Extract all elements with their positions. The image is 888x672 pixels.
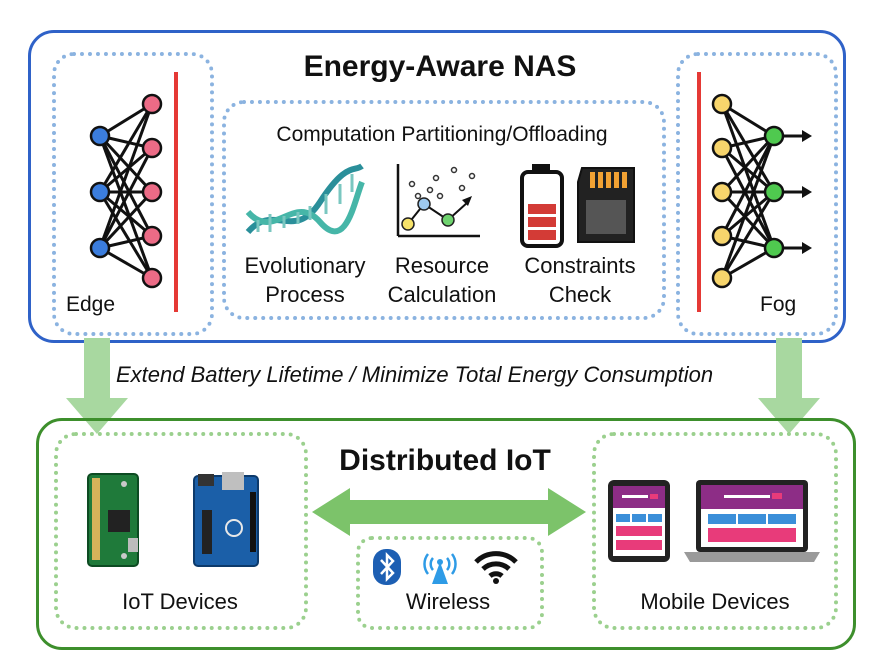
resource-calculation-label: Resource Calculation (372, 252, 512, 309)
sd-card-icon (577, 167, 635, 243)
network-node (141, 93, 163, 115)
battery-icon (520, 164, 564, 248)
network-edge (720, 103, 776, 193)
evolutionary-line2: Process (265, 281, 345, 307)
network-node (763, 237, 785, 259)
arduino-board-icon (193, 472, 259, 567)
energy-goal-caption: Extend Battery Lifetime / Minimize Total… (116, 362, 714, 387)
network-edge (720, 147, 776, 249)
network-edge (98, 135, 154, 237)
evolutionary-process-label: Evolutionary Process (232, 252, 378, 309)
fog-box (676, 52, 838, 336)
output-arrow-head (802, 242, 812, 254)
network-node (141, 225, 163, 247)
network-node (711, 267, 733, 289)
network-edge (98, 190, 154, 250)
bluetooth-icon (373, 549, 401, 585)
output-arrow-head (802, 130, 812, 142)
scatter-plot-icon (396, 164, 480, 238)
network-edge (720, 134, 776, 194)
network-node (141, 267, 163, 289)
iot-devices-label: IoT Devices (122, 589, 238, 614)
network-edge (98, 135, 154, 279)
dna-helix-icon (245, 163, 365, 235)
resource-line2: Calculation (387, 281, 497, 307)
network-node (711, 225, 733, 247)
distributed-iot-title: Distributed IoT (339, 444, 551, 477)
network-edge (98, 103, 154, 249)
network-edge (720, 190, 776, 250)
network-node (141, 137, 163, 159)
computation-partitioning-heading: Computation Partitioning/Offloading (276, 123, 608, 146)
network-edge (720, 135, 776, 279)
battery-sdcard-icon (520, 164, 635, 248)
wireless-box (356, 536, 544, 630)
network-edge (720, 191, 776, 279)
distributed-iot-panel (36, 418, 856, 650)
computation-partitioning-box (222, 100, 666, 320)
network-edge (98, 103, 154, 193)
network-node (141, 181, 163, 203)
network-edge (721, 190, 775, 238)
network-edge (99, 146, 153, 194)
network-node (89, 237, 111, 259)
network-node (763, 125, 785, 147)
wireless-label: Wireless (405, 589, 491, 614)
fog-label: Fog (760, 293, 797, 316)
network-edge (98, 147, 154, 249)
output-arrow-head (802, 186, 812, 198)
wifi-icon (474, 551, 518, 584)
edge-label: Edge (66, 293, 116, 316)
resource-line1: Resource (394, 253, 490, 278)
mobile-devices-label: Mobile Devices (640, 589, 790, 614)
constraints-line2: Check (548, 281, 612, 307)
edge-box (52, 52, 214, 336)
network-node (711, 93, 733, 115)
network-edge (99, 190, 153, 238)
evolutionary-line1: Evolutionary (244, 253, 366, 278)
network-node (711, 181, 733, 203)
network-edge (720, 103, 776, 249)
constraints-check-label: Constraints Check (510, 252, 650, 309)
network-edge (98, 191, 154, 279)
network-edge (98, 134, 154, 194)
constraints-line1: Constraints (524, 253, 636, 278)
network-node (89, 181, 111, 203)
raspberry-pi-icon (87, 473, 139, 567)
laptop-icon (684, 480, 820, 562)
network-edge (721, 146, 775, 194)
mobile-devices-box (592, 432, 838, 630)
iot-devices-box (54, 432, 308, 630)
energy-aware-nas-title: Energy-Aware NAS (303, 50, 577, 83)
energy-aware-nas-panel (28, 30, 846, 343)
network-node (89, 125, 111, 147)
network-edge (720, 135, 776, 237)
network-node (763, 181, 785, 203)
tablet-icon (608, 480, 670, 562)
network-node (711, 137, 733, 159)
antenna-icon (423, 553, 457, 584)
